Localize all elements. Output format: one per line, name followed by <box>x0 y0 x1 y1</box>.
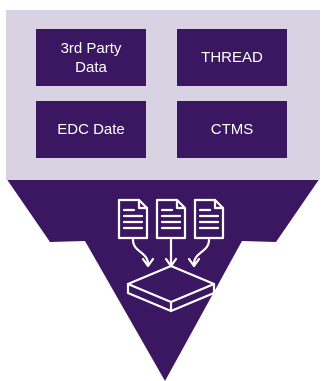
source-tile-edc-date: EDC Date <box>36 101 146 158</box>
document-icon <box>117 198 149 240</box>
document-icon <box>193 198 225 240</box>
source-label: 3rd Party Data <box>60 39 122 76</box>
source-label: THREAD <box>201 49 263 66</box>
inbox-tray-icon <box>126 264 216 313</box>
source-tile-3rd-party-data: 3rd Party Data <box>36 29 146 86</box>
source-label: CTMS <box>210 121 254 138</box>
document-icon <box>155 198 187 240</box>
source-label: EDC Date <box>57 121 125 138</box>
source-tile-thread: THREAD <box>177 29 287 86</box>
arrow-down-icon <box>131 238 211 268</box>
source-tile-ctms: CTMS <box>177 101 287 158</box>
